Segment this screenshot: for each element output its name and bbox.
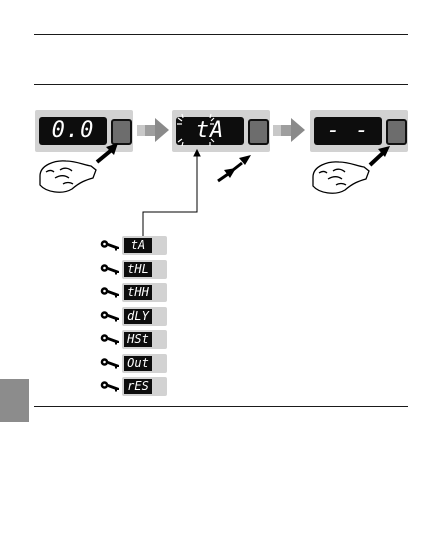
- connector-line: [143, 150, 200, 236]
- blink-marks-icon: [177, 114, 214, 146]
- hand-icon: [313, 162, 369, 193]
- press-arrow-icon: [97, 143, 118, 162]
- hand-icon: [40, 161, 96, 192]
- press-arrow-icon: [370, 146, 390, 165]
- double-press-arrow-icon: [218, 155, 251, 181]
- gradient-arrow-icon: [137, 118, 169, 142]
- gradient-arrow-icon: [273, 118, 305, 142]
